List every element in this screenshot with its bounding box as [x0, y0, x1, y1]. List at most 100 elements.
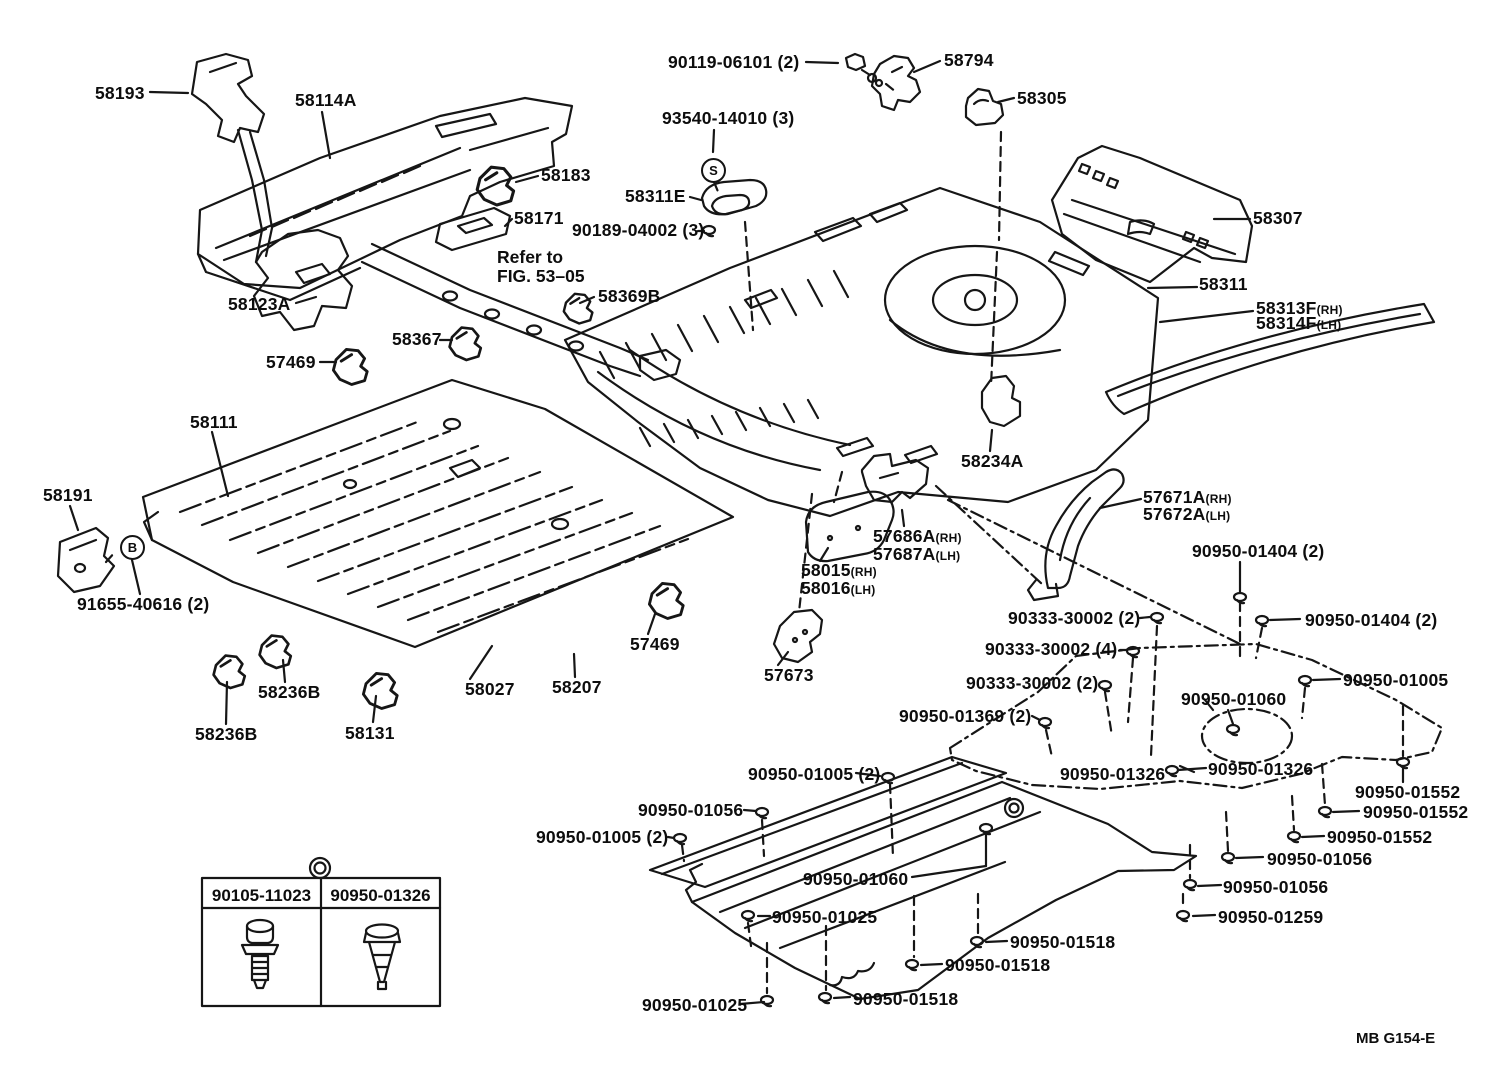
part-label-90950-01056-c: 90950-01056	[1223, 877, 1329, 897]
refer-note-line2: FIG. 53–05	[497, 266, 585, 286]
part-label-90950-01552-a: 90950-01552	[1355, 782, 1461, 802]
part-label-90333-30002-b: 90333-30002 (4)	[985, 639, 1118, 659]
part-57469-clip-1	[331, 347, 369, 386]
part-number: 58313F	[1256, 298, 1317, 318]
leader-lines	[68, 59, 1405, 1006]
part-label-90950-01025-a: 90950-01025	[772, 907, 878, 927]
part-label-58015-RH: 58015(RH)	[801, 560, 877, 580]
part-label-90950-01552-b: 90950-01552	[1363, 802, 1469, 822]
grommet-icon	[362, 923, 402, 991]
part-label-90950-01326-a: 90950-01326	[1060, 764, 1166, 784]
refer-note-line1: Refer to	[497, 247, 564, 267]
part-58369B-clip	[562, 292, 594, 325]
figure-code: MB G154-E	[1356, 1030, 1436, 1047]
part-label-58305: 58305	[1017, 88, 1067, 108]
part-label-57686A-RH: 57686A(RH)	[873, 526, 962, 546]
part-label-57687A-LH: 57687A(LH)	[873, 544, 961, 564]
part-57673-bracket	[772, 608, 824, 664]
part-label-58311E: 58311E	[625, 186, 686, 206]
part-58171-plate	[434, 206, 512, 252]
part-label-91655-40616: 91655-40616 (2)	[77, 594, 210, 614]
part-label-90950-01056-a: 90950-01056	[638, 800, 744, 820]
part-label-58314F-LH: 58314F(LH)	[1256, 313, 1342, 333]
dashed-lines	[104, 82, 1405, 995]
part-label-57672A-LH: 57672A(LH)	[1143, 504, 1231, 524]
part-number: 58015	[801, 560, 851, 580]
marker-b: B	[120, 535, 145, 560]
side-suffix: (LH)	[935, 549, 961, 563]
part-label-58313F-RH: 58313F(RH)	[1256, 298, 1343, 318]
part-label-93540-14010: 93540-14010 (3)	[662, 108, 795, 128]
part-57671A-support	[1026, 468, 1125, 602]
part-number: 57687A	[873, 544, 936, 564]
part-label-90950-01056-b: 90950-01056	[1267, 849, 1373, 869]
side-suffix: (RH)	[850, 565, 877, 579]
part-label-90950-01404-a: 90950-01404 (2)	[1192, 541, 1325, 561]
part-58313F-side-member	[1104, 302, 1436, 416]
legend-part-number-1: 90105-11023	[211, 886, 312, 905]
refer-note: Refer to FIG. 53–05	[497, 248, 585, 286]
part-label-90950-01060-a: 90950-01060	[1181, 689, 1287, 709]
part-label-90950-01005-b: 90950-01005 (2)	[748, 764, 881, 784]
part-number: 57672A	[1143, 504, 1206, 524]
legend-part-number-2: 90950-01326	[330, 886, 431, 905]
part-number: 58016	[801, 578, 851, 598]
part-58234A-bracket	[980, 374, 1022, 428]
part-label-58027: 58027	[465, 679, 515, 699]
part-label-58236B-1: 58236B	[258, 682, 321, 702]
part-number: 57686A	[873, 526, 936, 546]
part-58015-pad	[804, 490, 895, 563]
part-label-58171: 58171	[514, 208, 564, 228]
part-58191-bracket	[56, 526, 116, 594]
part-label-58236B-2: 58236B	[195, 724, 258, 744]
part-front-floor-covers	[648, 755, 1198, 1001]
part-58236B-clip-2	[212, 654, 247, 690]
part-label-90333-30002-a: 90333-30002 (2)	[1008, 608, 1141, 628]
part-label-57673: 57673	[764, 665, 814, 685]
part-58307-back-panel	[1050, 144, 1254, 284]
part-label-90950-01552-c: 90950-01552	[1327, 827, 1433, 847]
part-58794-bracket	[870, 54, 922, 112]
part-58236B-clip-1	[258, 634, 293, 670]
part-58311E-cap	[700, 178, 768, 216]
part-label-90950-01404-b: 90950-01404 (2)	[1305, 610, 1438, 630]
part-label-90950-01025-b: 90950-01025	[642, 995, 748, 1015]
part-58114A-crossmember	[196, 96, 574, 302]
part-label-90950-01259: 90950-01259	[1218, 907, 1324, 927]
part-label-90333-30002-c: 90333-30002 (2)	[966, 673, 1099, 693]
part-label-58311: 58311	[1199, 274, 1248, 294]
part-58123A-crossmember	[252, 228, 354, 332]
part-label-58367: 58367	[392, 329, 442, 349]
marker-s: S	[701, 158, 726, 183]
part-label-90950-01005-a: 90950-01005	[1343, 670, 1449, 690]
part-label-90950-01518-a: 90950-01518	[1010, 932, 1116, 952]
side-suffix: (LH)	[1316, 318, 1342, 332]
side-suffix: (LH)	[1205, 509, 1231, 523]
part-label-58307: 58307	[1253, 208, 1303, 228]
bolt-icon	[240, 918, 280, 990]
part-57686A-bracket	[860, 452, 930, 504]
legend-box	[200, 856, 442, 1008]
part-label-58123A: 58123A	[228, 294, 291, 314]
part-label-90119-06101: 90119-06101 (2)	[668, 52, 800, 72]
part-label-57671A-RH: 57671A(RH)	[1143, 487, 1232, 507]
part-number: 57671A	[1143, 487, 1206, 507]
part-label-90950-01005-c: 90950-01005 (2)	[536, 827, 669, 847]
part-label-58183: 58183	[541, 165, 591, 185]
part-number: 58314F	[1256, 313, 1317, 333]
part-label-90950-01326-b: 90950-01326	[1208, 759, 1314, 779]
part-label-90189-04002: 90189-04002 (3)	[572, 220, 705, 240]
part-label-90950-01369: 90950-01369 (2)	[899, 706, 1032, 726]
part-label-90950-01518-c: 90950-01518	[853, 989, 959, 1009]
part-58311-rear-floor-pan	[563, 186, 1160, 518]
part-58131-clip	[361, 671, 399, 710]
part-label-58207: 58207	[552, 677, 602, 697]
part-label-58114A: 58114A	[295, 90, 357, 110]
side-suffix: (RH)	[1316, 303, 1343, 317]
part-58111-floor-pan	[141, 378, 735, 649]
part-label-58131: 58131	[345, 723, 395, 743]
side-suffix: (LH)	[850, 583, 876, 597]
part-label-58234A: 58234A	[961, 451, 1024, 471]
